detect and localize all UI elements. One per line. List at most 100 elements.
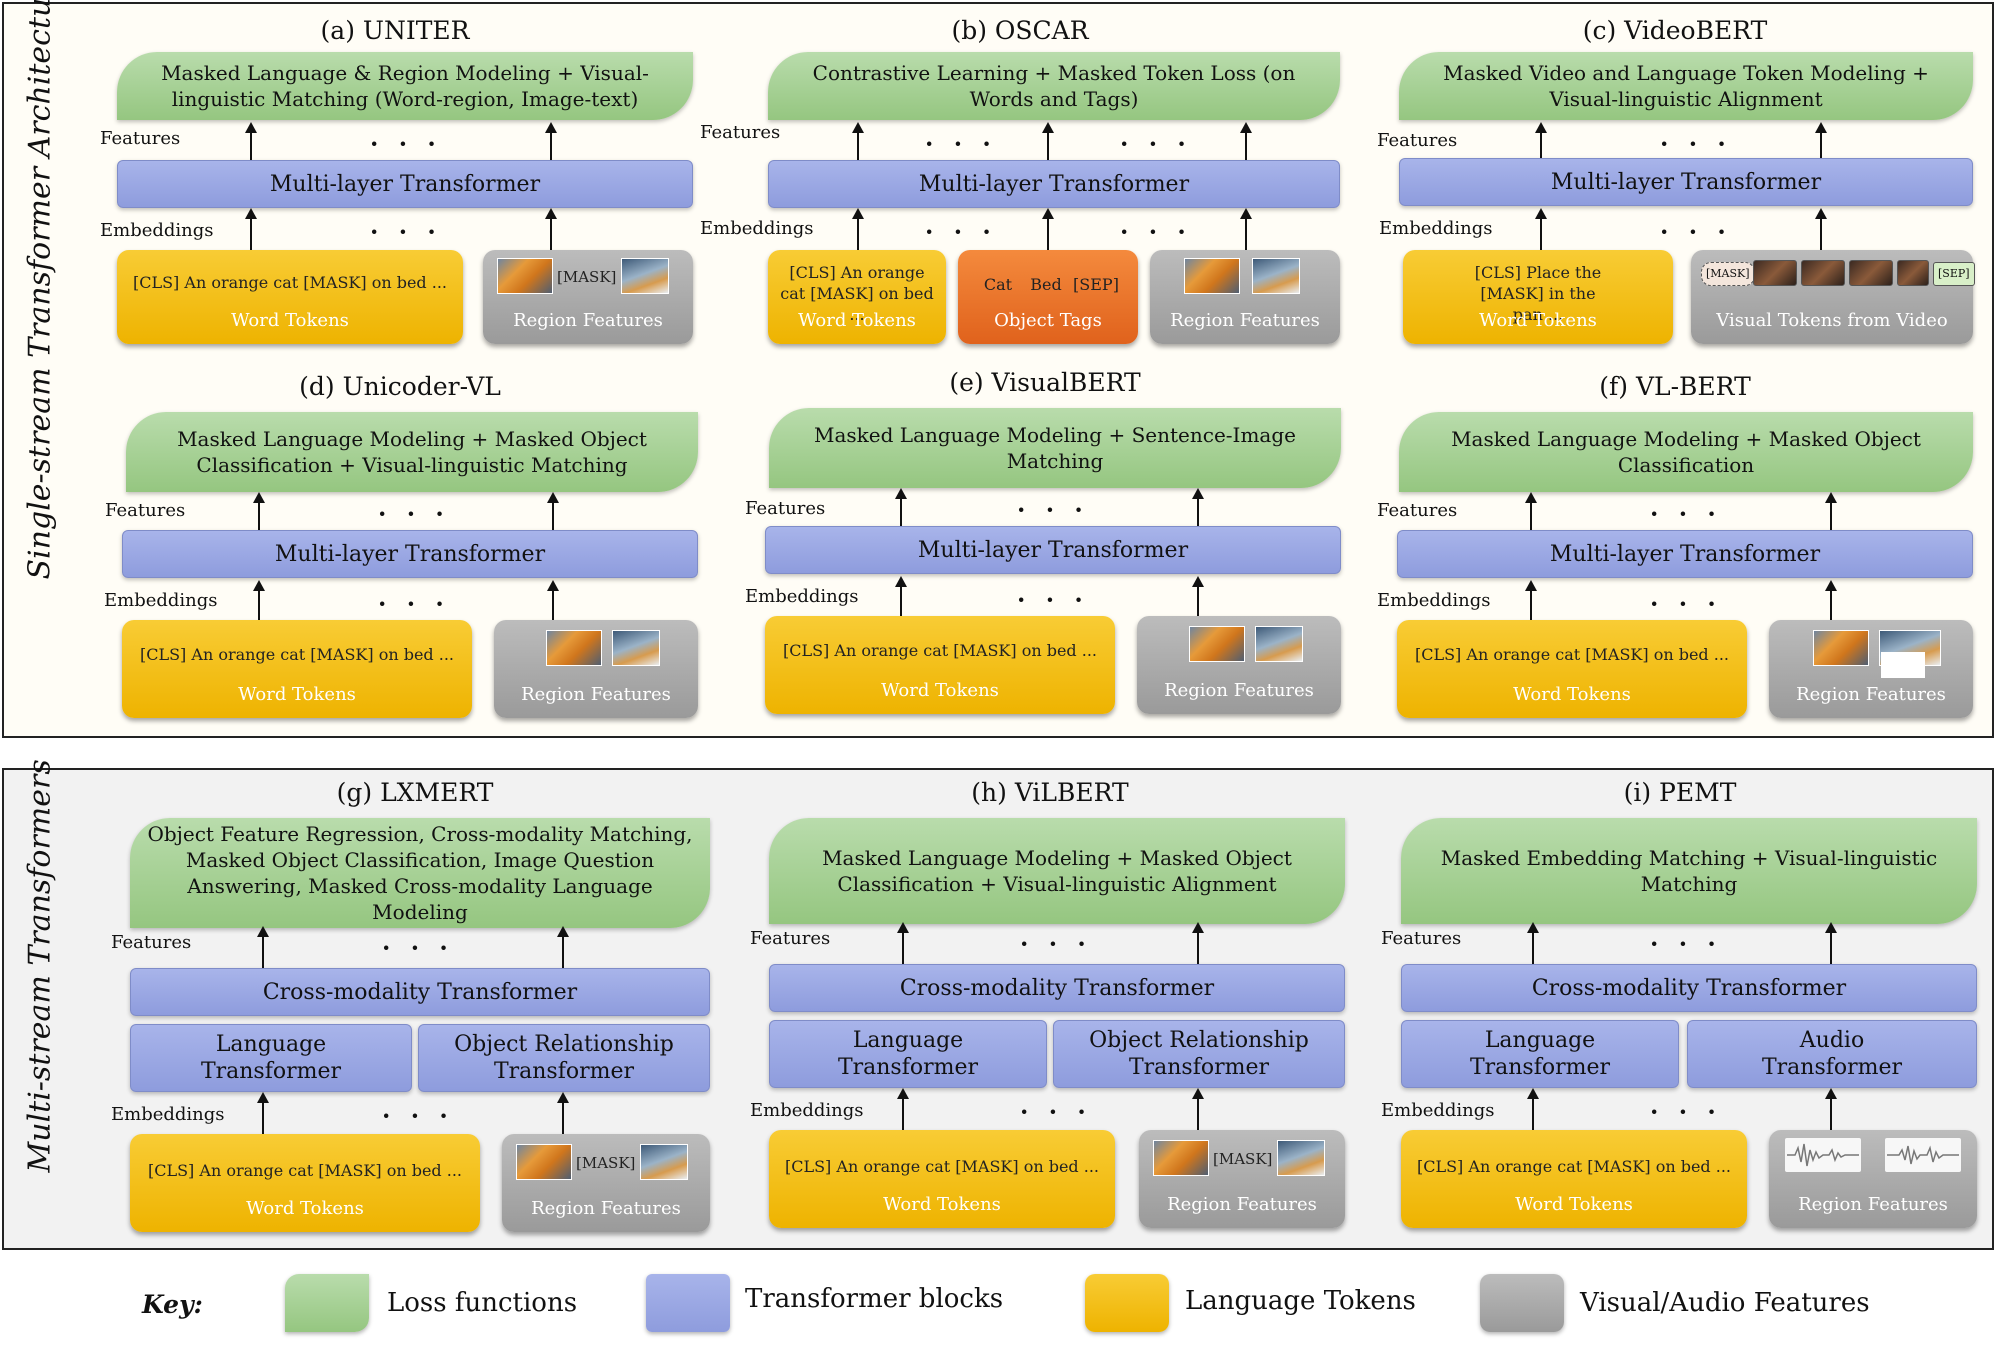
audio-waveform-image xyxy=(1885,1138,1961,1172)
word-tokens-box: [CLS] An orange cat [MASK] on bed ... Wo… xyxy=(765,616,1115,714)
object-tags-label: Object Tags xyxy=(994,310,1102,331)
panel-videobert: (c) VideoBERT Masked Video and Language … xyxy=(1375,14,1975,354)
dots: · · · xyxy=(382,933,454,962)
video-frame-image xyxy=(1801,260,1845,286)
object-tag: Bed xyxy=(1030,275,1062,294)
panel-vilbert: (h) ViLBERT Masked Language Modeling + M… xyxy=(745,778,1355,1238)
dots: · · · xyxy=(370,217,442,246)
features-label: Features xyxy=(745,498,826,519)
arrow-up xyxy=(1815,122,1827,164)
features-label: Features xyxy=(700,122,781,143)
region-features-label: Region Features xyxy=(513,310,663,331)
arrow-up xyxy=(257,1092,269,1134)
mask-text: [MASK] xyxy=(557,268,617,286)
arrow-up xyxy=(1042,208,1054,250)
mask-text: [MASK] xyxy=(576,1154,636,1172)
multi-stream-label: Multi-stream Transformers xyxy=(22,759,58,1173)
legend: Key: Loss functions Transformer blocks L… xyxy=(0,1272,1999,1342)
loss-box: Masked Language Modeling + Sentence-Imag… xyxy=(769,408,1341,488)
features-label: Features xyxy=(750,928,831,949)
arrow-up xyxy=(557,926,569,968)
region-features-label: Region Features xyxy=(1170,310,1320,331)
features-label: Features xyxy=(105,500,186,521)
legend-swatch-loss xyxy=(285,1274,369,1332)
object-tag: [SEP] xyxy=(1073,275,1119,294)
loss-box: Masked Language Modeling + Masked Object… xyxy=(126,412,698,492)
word-tokens-label: Word Tokens xyxy=(883,1194,1001,1215)
word-tokens-label: Word Tokens xyxy=(238,684,356,705)
word-tokens-box: [CLS] An orange cat [MASK] on bed ... Wo… xyxy=(768,250,946,344)
legend-swatch-transformer xyxy=(646,1274,730,1332)
arrow-up xyxy=(1240,208,1252,250)
bed-image xyxy=(1255,626,1303,662)
region-features-label: Region Features xyxy=(1796,684,1946,705)
dots: · · · xyxy=(1017,585,1089,614)
word-tokens-label: Word Tokens xyxy=(1515,1194,1633,1215)
dots: · · · xyxy=(1650,499,1722,528)
video-sep-tag: [SEP] xyxy=(1933,262,1975,286)
mask-text: [MASK] xyxy=(1213,1150,1273,1168)
region-features-box: [MASK] Region Features xyxy=(502,1134,710,1232)
legend-label-transformer: Transformer blocks xyxy=(745,1284,1004,1314)
arrow-up xyxy=(557,1092,569,1134)
region-features-box: [MASK] Region Features xyxy=(1139,1130,1345,1228)
arrow-up xyxy=(895,576,907,618)
arrow-up xyxy=(1192,488,1204,530)
dots: · · · xyxy=(1650,1097,1722,1126)
cat-image xyxy=(497,258,553,294)
arrow-up xyxy=(245,208,257,250)
object-tags-box: Cat Bed [SEP] Object Tags xyxy=(958,250,1138,344)
arrow-up xyxy=(897,922,909,964)
embeddings-label: Embeddings xyxy=(111,1104,225,1125)
word-tokens-label: Word Tokens xyxy=(231,310,349,331)
loss-box: Masked Language Modeling + Masked Object… xyxy=(769,818,1345,924)
arrow-up xyxy=(257,926,269,968)
arrow-up xyxy=(253,492,265,534)
word-tokens-label: Word Tokens xyxy=(1479,310,1597,331)
word-tokens-text: [CLS] An orange cat [MASK] on bed ... xyxy=(1414,645,1730,664)
features-label: Features xyxy=(100,128,181,149)
legend-label-loss: Loss functions xyxy=(387,1288,578,1318)
panel-title: (f) VL-BERT xyxy=(1599,372,1751,401)
word-tokens-text: [CLS] An orange cat [MASK] on bed ... xyxy=(784,1157,1100,1176)
word-tokens-box: [CLS] An orange cat [MASK] on bed ... Wo… xyxy=(1401,1130,1747,1228)
arrow-up xyxy=(545,208,557,250)
features-label: Features xyxy=(1377,500,1458,521)
word-tokens-text: [CLS] An orange cat [MASK] on bed ... xyxy=(132,273,448,292)
arrow-up xyxy=(1825,922,1837,964)
dots: · · · xyxy=(925,217,997,246)
arrow-up xyxy=(1815,208,1827,250)
word-tokens-text: [CLS] An orange cat [MASK] on bed ... xyxy=(782,641,1098,660)
arrow-up xyxy=(897,1088,909,1130)
region-features-box: [MASK] Region Features xyxy=(483,250,693,344)
arrow-up xyxy=(1240,122,1252,164)
legend-title: Key: xyxy=(142,1290,203,1319)
visual-tokens-label: Visual Tokens from Video xyxy=(1716,310,1948,331)
panel-title: (i) PEMT xyxy=(1623,778,1737,807)
embeddings-label: Embeddings xyxy=(100,220,214,241)
single-stream-section xyxy=(2,2,1994,738)
panel-pemt: (i) PEMT Masked Embedding Matching + Vis… xyxy=(1375,778,1985,1238)
arrow-up xyxy=(1825,580,1837,622)
panel-title: (e) VisualBERT xyxy=(949,368,1141,397)
loss-box: Masked Language & Region Modeling + Visu… xyxy=(117,52,693,120)
arrow-up xyxy=(1042,122,1054,164)
bed-image xyxy=(621,258,669,294)
cat-image xyxy=(1184,258,1240,294)
dots: · · · xyxy=(378,589,450,618)
panel-oscar: (b) OSCAR Contrastive Learning + Masked … xyxy=(700,14,1340,354)
features-label: Features xyxy=(1381,928,1462,949)
language-transformer: Language Transformer xyxy=(1401,1020,1679,1088)
region-features-label: Region Features xyxy=(531,1198,681,1219)
embeddings-label: Embeddings xyxy=(745,586,859,607)
panel-title: (a) UNITER xyxy=(320,16,470,45)
region-features-box: Region Features xyxy=(1137,616,1341,714)
multilayer-transformer: Multi-layer Transformer xyxy=(1397,530,1973,578)
dots: · · · xyxy=(1650,589,1722,618)
arrow-up xyxy=(1192,1088,1204,1130)
cat-image xyxy=(1813,630,1869,666)
panel-uniter: (a) UNITER Masked Language & Region Mode… xyxy=(95,14,695,354)
dots: · · · xyxy=(1020,1097,1092,1126)
panel-title: (h) ViLBERT xyxy=(971,778,1129,807)
region-features-box: Region Features xyxy=(1769,620,1973,718)
